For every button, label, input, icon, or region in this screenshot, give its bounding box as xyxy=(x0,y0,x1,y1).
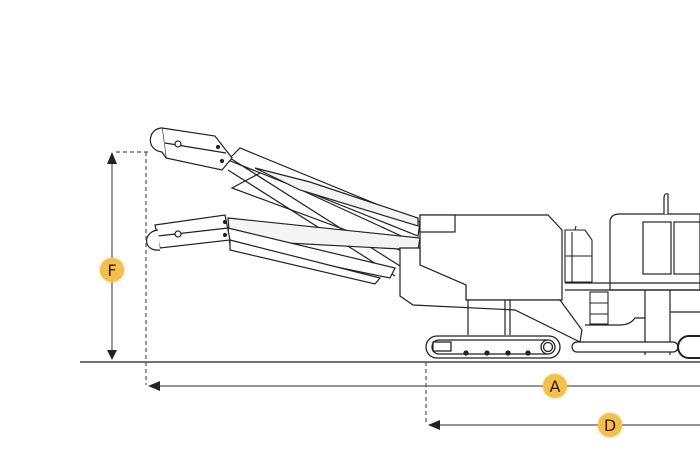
exhaust-stack xyxy=(663,193,669,214)
dimension-label-d: D xyxy=(598,413,622,437)
dimension-d xyxy=(428,420,700,430)
dimension-label-a: A xyxy=(543,374,567,398)
machine-body xyxy=(399,214,583,343)
dimension-a xyxy=(148,381,700,391)
ladder xyxy=(564,225,609,325)
dimension-label-f: F xyxy=(100,258,124,282)
rear-track xyxy=(677,335,700,359)
operator-cab xyxy=(565,213,700,355)
conveyor-lowered xyxy=(146,214,421,285)
front-track xyxy=(425,335,561,359)
dimension-f xyxy=(107,151,150,360)
